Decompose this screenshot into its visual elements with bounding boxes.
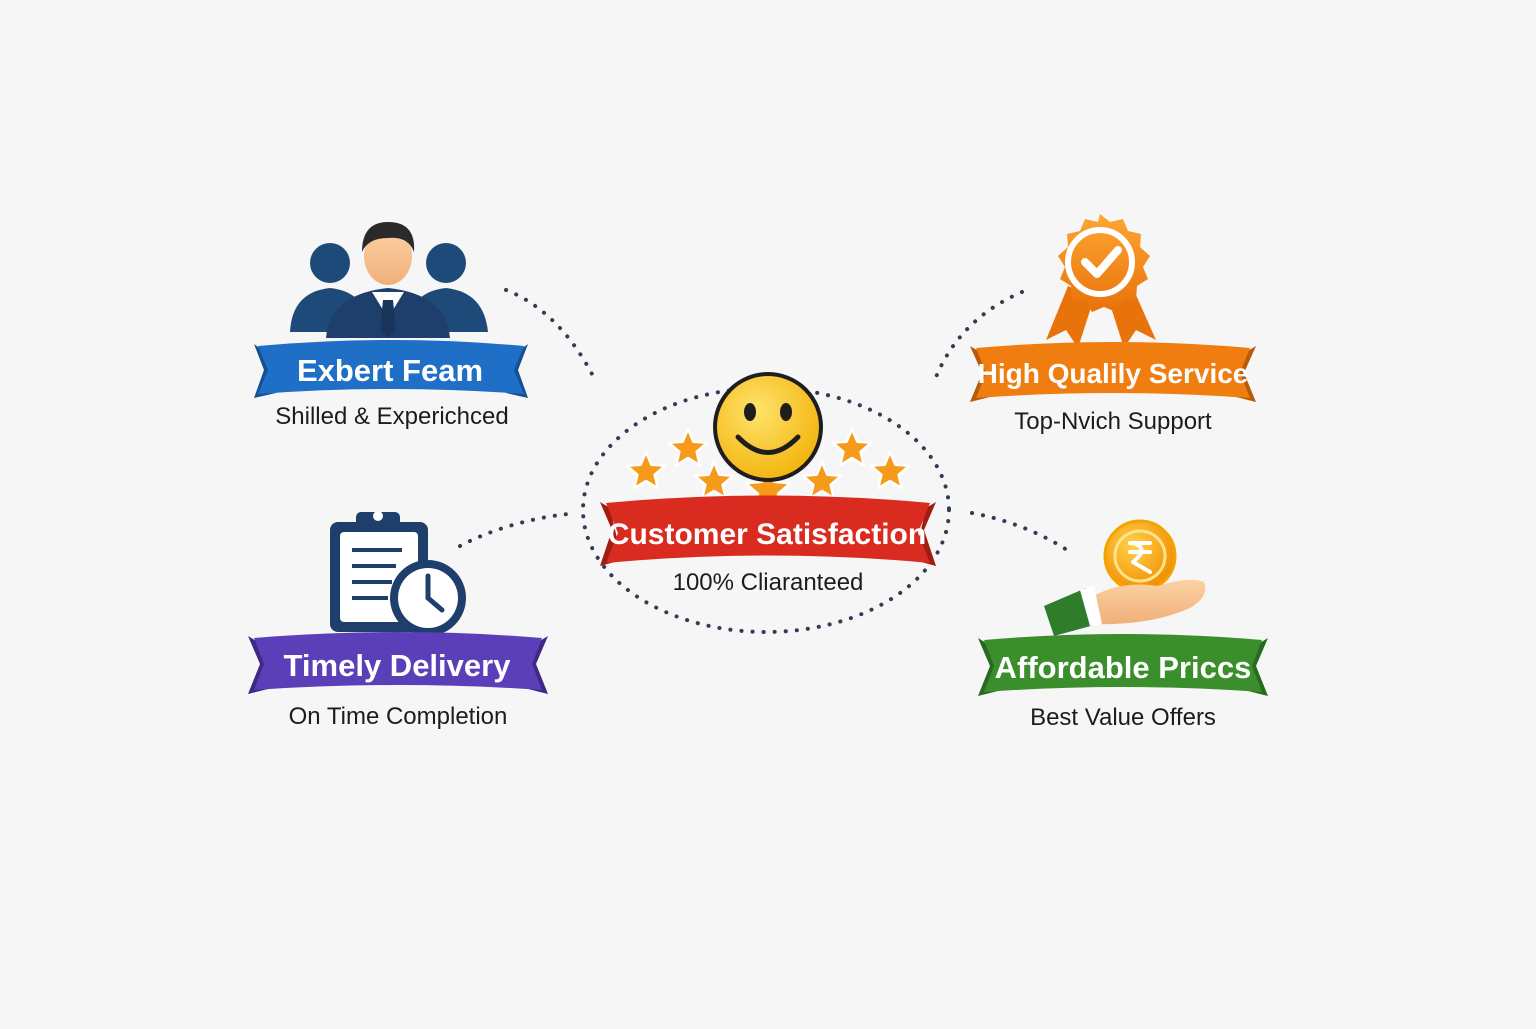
- ribbon-affordable-prices: Affordable Priccs: [978, 634, 1268, 696]
- affordable-prices-title: Affordable Priccs: [995, 650, 1252, 685]
- affordable-prices-subtitle: Best Value Offers: [1030, 704, 1216, 731]
- award-ribbon-check-icon: [1046, 214, 1156, 348]
- connector-lines: [458, 288, 1072, 634]
- connector-expert-team: [504, 288, 596, 380]
- star-icon: [831, 427, 873, 467]
- hand-coin-icon: [1044, 519, 1206, 636]
- ribbon-high-quality: High Qualily Service: [970, 342, 1256, 402]
- feature-expert-team: Exbert Feam: [254, 222, 528, 398]
- expert-team-subtitle: Shilled & Experichced: [275, 403, 509, 430]
- feature-high-quality: High Qualily Service: [970, 214, 1256, 402]
- center-dotted-ellipse: [581, 386, 951, 634]
- star-icon: [625, 450, 667, 490]
- center-title: Customer Satisfaction: [608, 518, 926, 551]
- ribbon-timely-delivery: Timely Delivery: [248, 632, 548, 694]
- timely-delivery-subtitle: On Time Completion: [288, 703, 508, 730]
- connector-high-quality: [932, 290, 1024, 384]
- expert-team-title: Exbert Feam: [297, 353, 483, 388]
- ribbon-expert-team: Exbert Feam: [254, 340, 528, 398]
- star-icon: [693, 460, 735, 500]
- high-quality-title: High Qualily Service: [978, 358, 1249, 389]
- star-icon: [801, 460, 843, 500]
- high-quality-subtitle: Top-Nvich Support: [1014, 408, 1212, 435]
- feature-timely-delivery: Timely Delivery: [248, 511, 548, 694]
- feature-affordable-prices: Affordable Priccs: [978, 519, 1268, 696]
- center-ribbon: Customer Satisfaction: [600, 495, 936, 566]
- connector-timely-delivery: [458, 512, 570, 548]
- center-group: Customer Satisfaction: [600, 372, 936, 566]
- timely-delivery-title: Timely Delivery: [284, 648, 512, 683]
- star-icon: [869, 450, 911, 490]
- connector-affordable: [970, 511, 1072, 554]
- center-subtitle: 100% Cliaranteed: [672, 569, 864, 596]
- team-people-icon: [290, 222, 488, 338]
- clipboard-clock-icon: [330, 511, 466, 636]
- star-icon: [667, 427, 709, 467]
- smiley-face-icon: [713, 372, 823, 482]
